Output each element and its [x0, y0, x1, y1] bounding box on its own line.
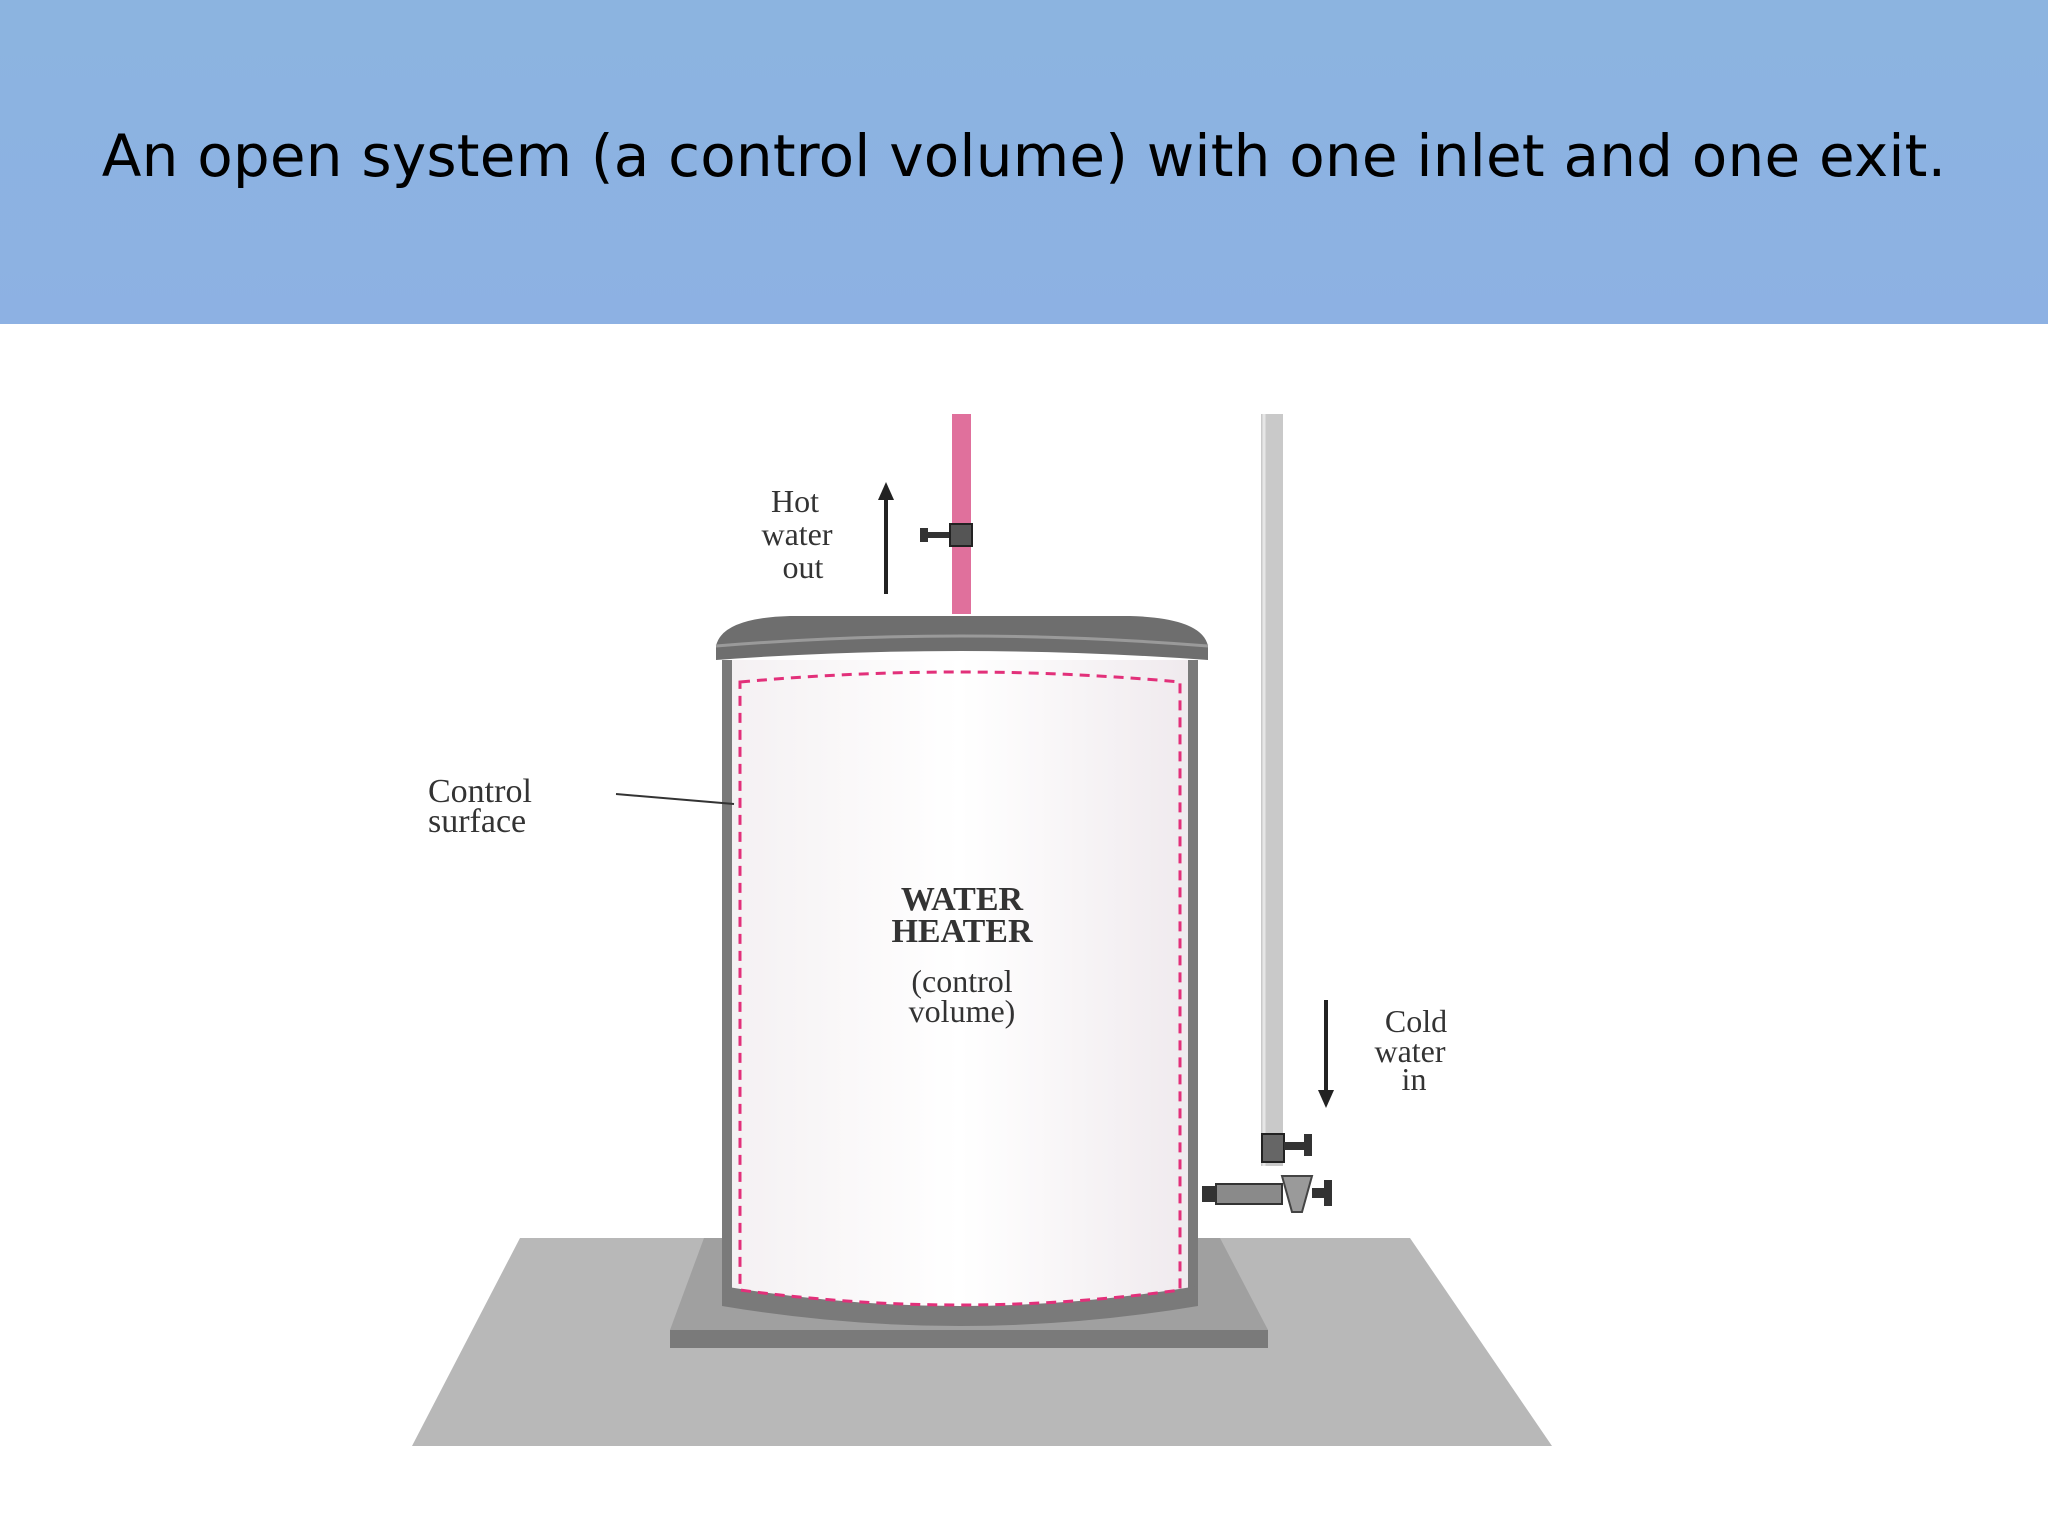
- control-surface-boundary: [738, 670, 1182, 1307]
- cold-pipe-valve-icon: [1261, 1133, 1312, 1163]
- hot-pipe-valve-icon: [920, 523, 973, 547]
- control-volume-label-2: volume): [909, 993, 1016, 1029]
- inlet-connector-icon: [1202, 1175, 1332, 1213]
- title-band: An open system (a control volume) with o…: [0, 0, 2048, 324]
- control-surface-leader: [615, 793, 735, 805]
- water-heater-label-2: HEATER: [891, 913, 1033, 950]
- hot-water-label-3: out: [783, 549, 824, 585]
- hot-water-out-arrow: [878, 482, 894, 594]
- tank-lid: [716, 616, 1208, 660]
- slide-title: An open system (a control volume) with o…: [101, 122, 1947, 190]
- cold-water-pipe: [1261, 414, 1283, 1166]
- tank-bottom-rim: [722, 1286, 1198, 1326]
- cold-water-in-arrow: [1318, 1000, 1334, 1108]
- diagram-canvas: Hot water out Cold water in Control surf…: [412, 414, 1552, 1446]
- control-surface-label-2: surface: [428, 803, 526, 840]
- water-heater-label-1: WATER: [901, 881, 1024, 918]
- control-volume-label-1: (control: [911, 963, 1012, 999]
- cold-water-label-3: in: [1402, 1061, 1427, 1097]
- water-heater-diagram: Hot water out Cold water in Control surf…: [0, 324, 2048, 1536]
- hot-water-pipe: [952, 414, 971, 614]
- tank-body: [722, 660, 1198, 1306]
- hot-water-label-2: water: [761, 516, 832, 552]
- cold-water-label-1: Cold: [1385, 1003, 1447, 1039]
- control-surface-label-1: Control: [428, 773, 532, 810]
- base-plate-front: [670, 1330, 1268, 1348]
- hot-water-label-1: Hot: [771, 483, 819, 519]
- cold-water-label-2: water: [1374, 1033, 1445, 1069]
